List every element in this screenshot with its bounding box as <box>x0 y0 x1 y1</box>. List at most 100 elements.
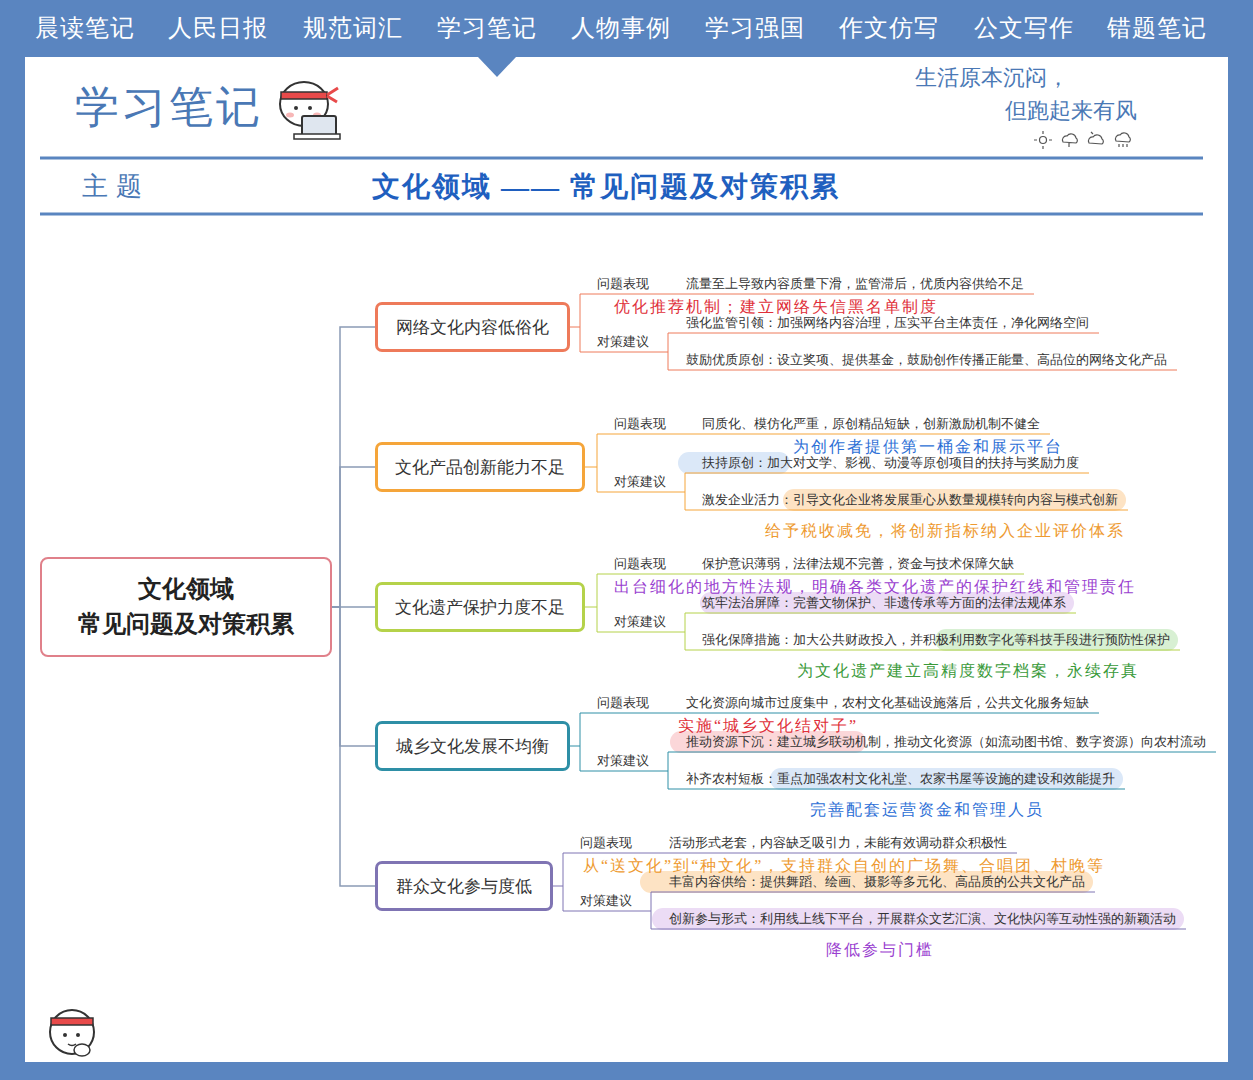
node-text: 文化产品创新能力不足 <box>395 456 565 479</box>
problem-text: 流量至上导致内容质量下滑，监管滞后，优质内容供给不足 <box>686 276 1024 292</box>
mascot-corner <box>50 1010 94 1056</box>
edge-layer <box>332 327 375 886</box>
topic-box: 城乡文化发展不均衡 <box>375 721 570 771</box>
rule-line <box>40 213 1203 216</box>
nav-tab: 错题笔记 <box>1107 14 1207 43</box>
topic-box: 文化产品创新能力不足 <box>375 442 585 492</box>
tree-line <box>570 746 580 747</box>
nav-tab: 学习笔记 <box>437 14 537 43</box>
topic-box: 网络文化内容低俗化 <box>375 302 570 352</box>
tree-lines <box>553 294 1216 929</box>
tree-line <box>597 492 685 493</box>
problem-text: 文化资源向城市过度集中，农村文化基础设施落后，公共文化服务短缺 <box>686 695 1089 711</box>
handwritten-note: 完善配套运营资金和管理人员 <box>810 800 1044 819</box>
category-label: 对策建议 <box>597 753 649 769</box>
handwritten-note: 为文化遗产建立高精度数字档案，永续存真 <box>797 661 1139 680</box>
category-label: 对策建议 <box>597 334 649 350</box>
strategy-text: 筑牢法治屏障：完善文物保护、非遗传承等方面的法律法规体系 <box>702 595 1066 611</box>
tree-line <box>668 333 669 370</box>
category-label: 对策建议 <box>614 614 666 630</box>
nav-tab: 晨读笔记 <box>35 14 135 43</box>
strategy-text: 强化监管引领：加强网络内容治理，压实平台主体责任，净化网络空间 <box>686 315 1089 331</box>
branch-connector <box>332 327 375 607</box>
tree-line <box>580 294 1034 295</box>
strategy-text: 鼓励优质原创：设立奖项、提供基金，鼓励创作传播正能量、高品位的网络文化产品 <box>686 352 1167 368</box>
strategy-text: 激发企业活力：引导文化企业将发展重心从数量规模转向内容与模式创新 <box>702 492 1118 508</box>
tree-line <box>597 434 1050 435</box>
node-text: 城乡文化发展不均衡 <box>396 735 549 758</box>
strategy-text: 推动资源下沉：建立城乡联动机制，推动文化资源（如流动图书馆、数字资源）向农村流动 <box>686 734 1206 750</box>
handwritten-note: 从“送文化”到“种文化”，支持群众自创的广场舞、合唱团、村晚等 <box>583 856 1105 875</box>
category-label: 问题表现 <box>580 835 632 851</box>
node-text: 文化领域 常见问题及对策积累 <box>56 572 316 642</box>
slogan-line: 生活原本沉闷， <box>915 65 1069 91</box>
root-box: 文化领域 常见问题及对策积累 <box>40 557 332 657</box>
tree-line <box>668 752 669 789</box>
tree-line <box>580 713 1099 714</box>
tree-line <box>597 574 1024 575</box>
handwritten-note: 出台细化的地方性法规，明确各类文化遗产的保护红线和管理责任 <box>614 577 1136 596</box>
weather-icons <box>1034 131 1130 149</box>
category-label: 对策建议 <box>580 893 632 909</box>
node-text: 网络文化内容低俗化 <box>396 316 549 339</box>
tree-line <box>580 713 581 771</box>
tree-line <box>685 613 1076 614</box>
handwritten-note: 降低参与门槛 <box>826 940 934 959</box>
branch-connector <box>332 467 375 607</box>
strategy-text: 扶持原创：加大对文学、影视、动漫等原创项目的扶持与奖励力度 <box>702 455 1079 471</box>
tree-line <box>685 473 1089 474</box>
nav-tab: 人物事例 <box>571 14 671 43</box>
tree-line <box>651 892 1095 893</box>
tree-line <box>553 886 563 887</box>
page-heading: 学习笔记 <box>75 81 263 134</box>
tree-line <box>651 929 1186 930</box>
tree-line <box>563 853 564 911</box>
nav-tab: 人民日报 <box>168 14 268 43</box>
node-text: 文化遗产保护力度不足 <box>395 596 565 619</box>
tree-line <box>668 370 1177 371</box>
tree-line <box>668 752 1216 753</box>
tree-line <box>597 574 598 632</box>
problem-text: 同质化、模仿化严重，原创精品短缺，创新激励机制不健全 <box>702 416 1040 432</box>
slogan-line: 但跑起来有风 <box>1005 98 1137 124</box>
nav-tab: 作文仿写 <box>839 14 939 43</box>
tree-line <box>563 911 651 912</box>
nav-tab: 学习强国 <box>705 14 805 43</box>
subject-label: 主 题 <box>82 171 142 202</box>
highlight-pill <box>640 871 1093 893</box>
problem-text: 保护意识薄弱，法律法规不完善，资金与技术保障欠缺 <box>702 556 1014 572</box>
handwritten-note: 给予税收减免，将创新指标纳入企业评价体系 <box>765 521 1125 540</box>
nav-tab: 规范词汇 <box>303 14 403 43</box>
category-label: 问题表现 <box>614 556 666 572</box>
tree-line <box>668 789 1125 790</box>
tree-line <box>685 613 686 650</box>
tree-line <box>597 434 598 492</box>
strategy-text: 补齐农村短板：重点加强农村文化礼堂、农家书屋等设施的建设和效能提升 <box>686 771 1115 787</box>
strategy-text: 丰富内容供给：提供舞蹈、绘画、摄影等多元化、高品质的公共文化产品 <box>669 874 1085 890</box>
handwritten-note: 为创作者提供第一桶金和展示平台 <box>793 437 1063 456</box>
category-label: 问题表现 <box>614 416 666 432</box>
category-label: 问题表现 <box>597 276 649 292</box>
diagram-title: 文化领域 —— 常见问题及对策积累 <box>372 168 840 206</box>
handwritten-note: 实施“城乡文化结对子” <box>678 716 858 735</box>
category-label: 对策建议 <box>614 474 666 490</box>
tree-line <box>685 510 1128 511</box>
tree-line <box>597 632 685 633</box>
tree-line <box>580 294 581 352</box>
white-panel <box>25 57 1228 1062</box>
highlight-pill <box>652 908 1184 930</box>
highlight-pill <box>700 592 1074 614</box>
branch-connector <box>332 607 375 746</box>
tree-line <box>685 473 686 510</box>
tab-pointer <box>478 57 516 77</box>
strategy-text: 强化保障措施：加大公共财政投入，并积极利用数字化等科技手段进行预防性保护 <box>702 632 1170 648</box>
tree-line <box>580 352 668 353</box>
branch-connector <box>332 607 375 886</box>
category-label: 问题表现 <box>597 695 649 711</box>
tree-line <box>570 327 580 328</box>
topic-box: 文化遗产保护力度不足 <box>375 582 585 632</box>
mascot-icon <box>280 82 340 139</box>
tree-line <box>585 467 597 468</box>
node-text: 群众文化参与度低 <box>396 875 532 898</box>
